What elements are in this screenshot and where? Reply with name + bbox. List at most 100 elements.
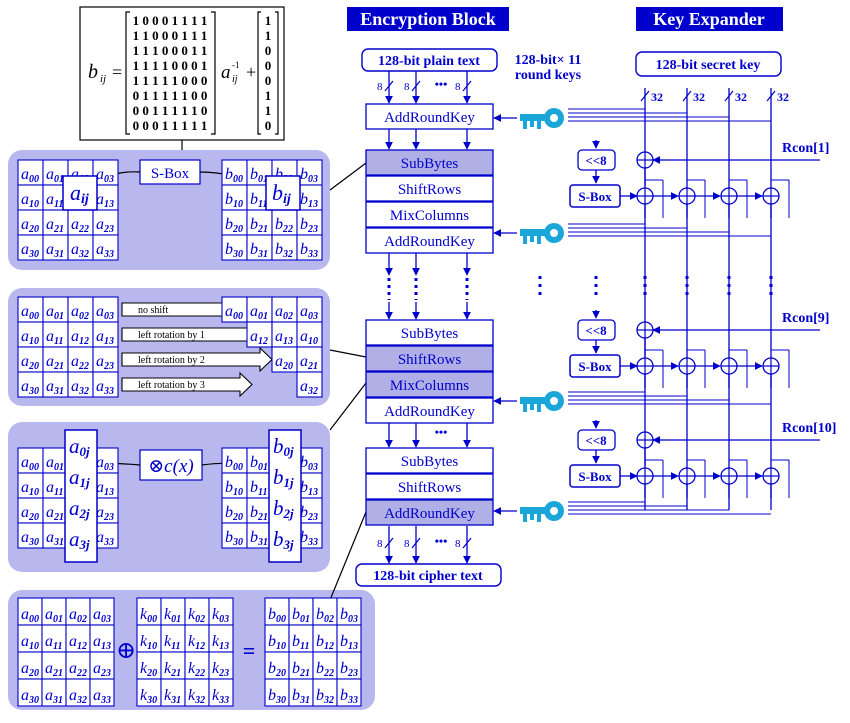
a-cell xyxy=(42,234,69,261)
key-slash-0 xyxy=(640,90,650,102)
connector-subbytes xyxy=(329,162,367,191)
enc-shiftrows-9-box xyxy=(365,345,494,372)
b-cell xyxy=(264,597,290,626)
b-column-highlight xyxy=(268,429,302,563)
matrix-row-3: 1 1 1 0 0 0 1 1 xyxy=(133,43,208,58)
matrix-bracket-left xyxy=(125,11,130,135)
b-cell xyxy=(221,159,248,186)
b-cell xyxy=(288,651,314,680)
connector-addroundkey xyxy=(329,511,367,601)
key-expander-header-bg xyxy=(636,7,783,31)
matrix-row-1: 1 0 0 0 1 1 1 1 xyxy=(133,13,208,28)
vector-value-5: 0 xyxy=(265,73,272,88)
mc-in-cell xyxy=(17,522,44,549)
vector-value-8: 0 xyxy=(265,118,272,133)
matrix-row-4: 1 1 1 1 0 0 0 1 xyxy=(133,58,208,73)
plain-text-box xyxy=(361,48,498,72)
key-slash-3 xyxy=(766,90,776,102)
connector-shiftrows xyxy=(329,349,367,358)
sr-in-cell xyxy=(92,296,119,323)
cipher-bus-width-0: 8 xyxy=(377,538,383,550)
k-cell xyxy=(136,597,162,626)
equation-a-sup: -1 xyxy=(232,60,240,70)
rot-label-round9: <<8 xyxy=(585,323,607,338)
enc-addroundkey-1-label: AddRoundKey xyxy=(384,234,475,250)
shift-note-2: left rotation by 2 xyxy=(138,355,205,366)
k-cell xyxy=(208,624,234,653)
plain-bus-width-1: 8 xyxy=(404,81,410,93)
enc-subbytes-1-label: SubBytes xyxy=(401,156,459,172)
a-cell xyxy=(17,209,44,236)
k-cell xyxy=(160,651,186,680)
cipher-text-label: 128-bit cipher text xyxy=(373,569,483,584)
rot-label-round10: <<8 xyxy=(585,433,607,448)
enc-shiftrows-1-box xyxy=(365,175,494,202)
a-cell xyxy=(89,624,115,653)
enc-mixcolumns-9-box xyxy=(365,371,494,398)
b-ij-highlight xyxy=(265,175,301,211)
a-cell xyxy=(41,651,67,680)
key-icon xyxy=(520,108,564,129)
sr-in-cell xyxy=(67,371,94,398)
key-slash-2 xyxy=(724,90,734,102)
vector-values: 1 1 0 0 0 1 1 0 xyxy=(265,13,272,133)
k-cell xyxy=(208,678,234,707)
sr-in-cell xyxy=(92,346,119,373)
key-width-2: 32 xyxy=(735,90,747,104)
round-key-icon-initial xyxy=(520,108,564,129)
b-cell xyxy=(296,159,323,186)
b-cell xyxy=(221,209,248,236)
key-width-1: 32 xyxy=(693,90,705,104)
enc-addroundkey-initial-box xyxy=(365,103,494,130)
a-ij-highlight xyxy=(62,175,98,211)
vector-value-7: 1 xyxy=(265,103,272,118)
ellipsis-round10: ••• xyxy=(435,425,448,439)
enc-shiftrows-1-label: ShiftRows xyxy=(398,182,462,198)
plain-bus-width-2: 8 xyxy=(455,81,461,93)
mc-out-cell xyxy=(246,522,273,549)
sr-in-cell xyxy=(42,346,69,373)
b-cell xyxy=(264,678,290,707)
plain-bus-width-0: 8 xyxy=(377,81,383,93)
a-column-highlight xyxy=(64,429,98,563)
k-cell xyxy=(184,597,210,626)
plain-bus-dots: ••• xyxy=(435,77,448,91)
a-cell xyxy=(65,651,91,680)
a-cell xyxy=(17,651,43,680)
mc-out-cell xyxy=(221,472,248,499)
b-cell xyxy=(336,678,362,707)
mc-out-cell xyxy=(221,522,248,549)
state-grids: a00a01a02a03a10a11a12a13a20a21a22a23a30a… xyxy=(17,159,362,707)
cipher-bus-width-2: 8 xyxy=(455,538,461,550)
cipher-text-box xyxy=(355,563,502,587)
sbox-panel-box xyxy=(139,159,201,185)
rcon-label-round1: Rcon[1] xyxy=(782,141,829,156)
b-cell xyxy=(312,597,338,626)
mc-out-cell xyxy=(246,472,273,499)
enc-addroundkey-10-box xyxy=(365,499,494,526)
plain-bus-slash-2 xyxy=(462,80,472,92)
sr-in-cell xyxy=(92,371,119,398)
matrix-row-2: 1 1 0 0 0 1 1 1 xyxy=(133,28,208,43)
vector-bracket-left xyxy=(257,11,261,135)
rcon-label-round9: Rcon[9] xyxy=(782,311,829,326)
k-cell xyxy=(160,597,186,626)
vector-value-1: 1 xyxy=(265,13,272,28)
secret-key-box xyxy=(635,51,782,77)
rcon-label-round10: Rcon[10] xyxy=(782,421,836,436)
b-cell xyxy=(221,234,248,261)
enc-mixcolumns-1-box xyxy=(365,201,494,228)
sr-out-cell xyxy=(221,296,248,323)
key-icon xyxy=(520,501,564,522)
k-cell xyxy=(136,624,162,653)
enc-subbytes-10-box xyxy=(365,447,494,474)
a-cell xyxy=(92,234,119,261)
mixcolumns-multiplier-label: ⊗c(x) xyxy=(148,456,193,477)
b-cell xyxy=(221,184,248,211)
k-cell xyxy=(208,651,234,680)
matrix-row-5: 1 1 1 1 1 0 0 0 xyxy=(133,73,208,88)
plain-bus-slash-1 xyxy=(411,80,421,92)
enc-addroundkey-9-label: AddRoundKey xyxy=(384,404,475,420)
